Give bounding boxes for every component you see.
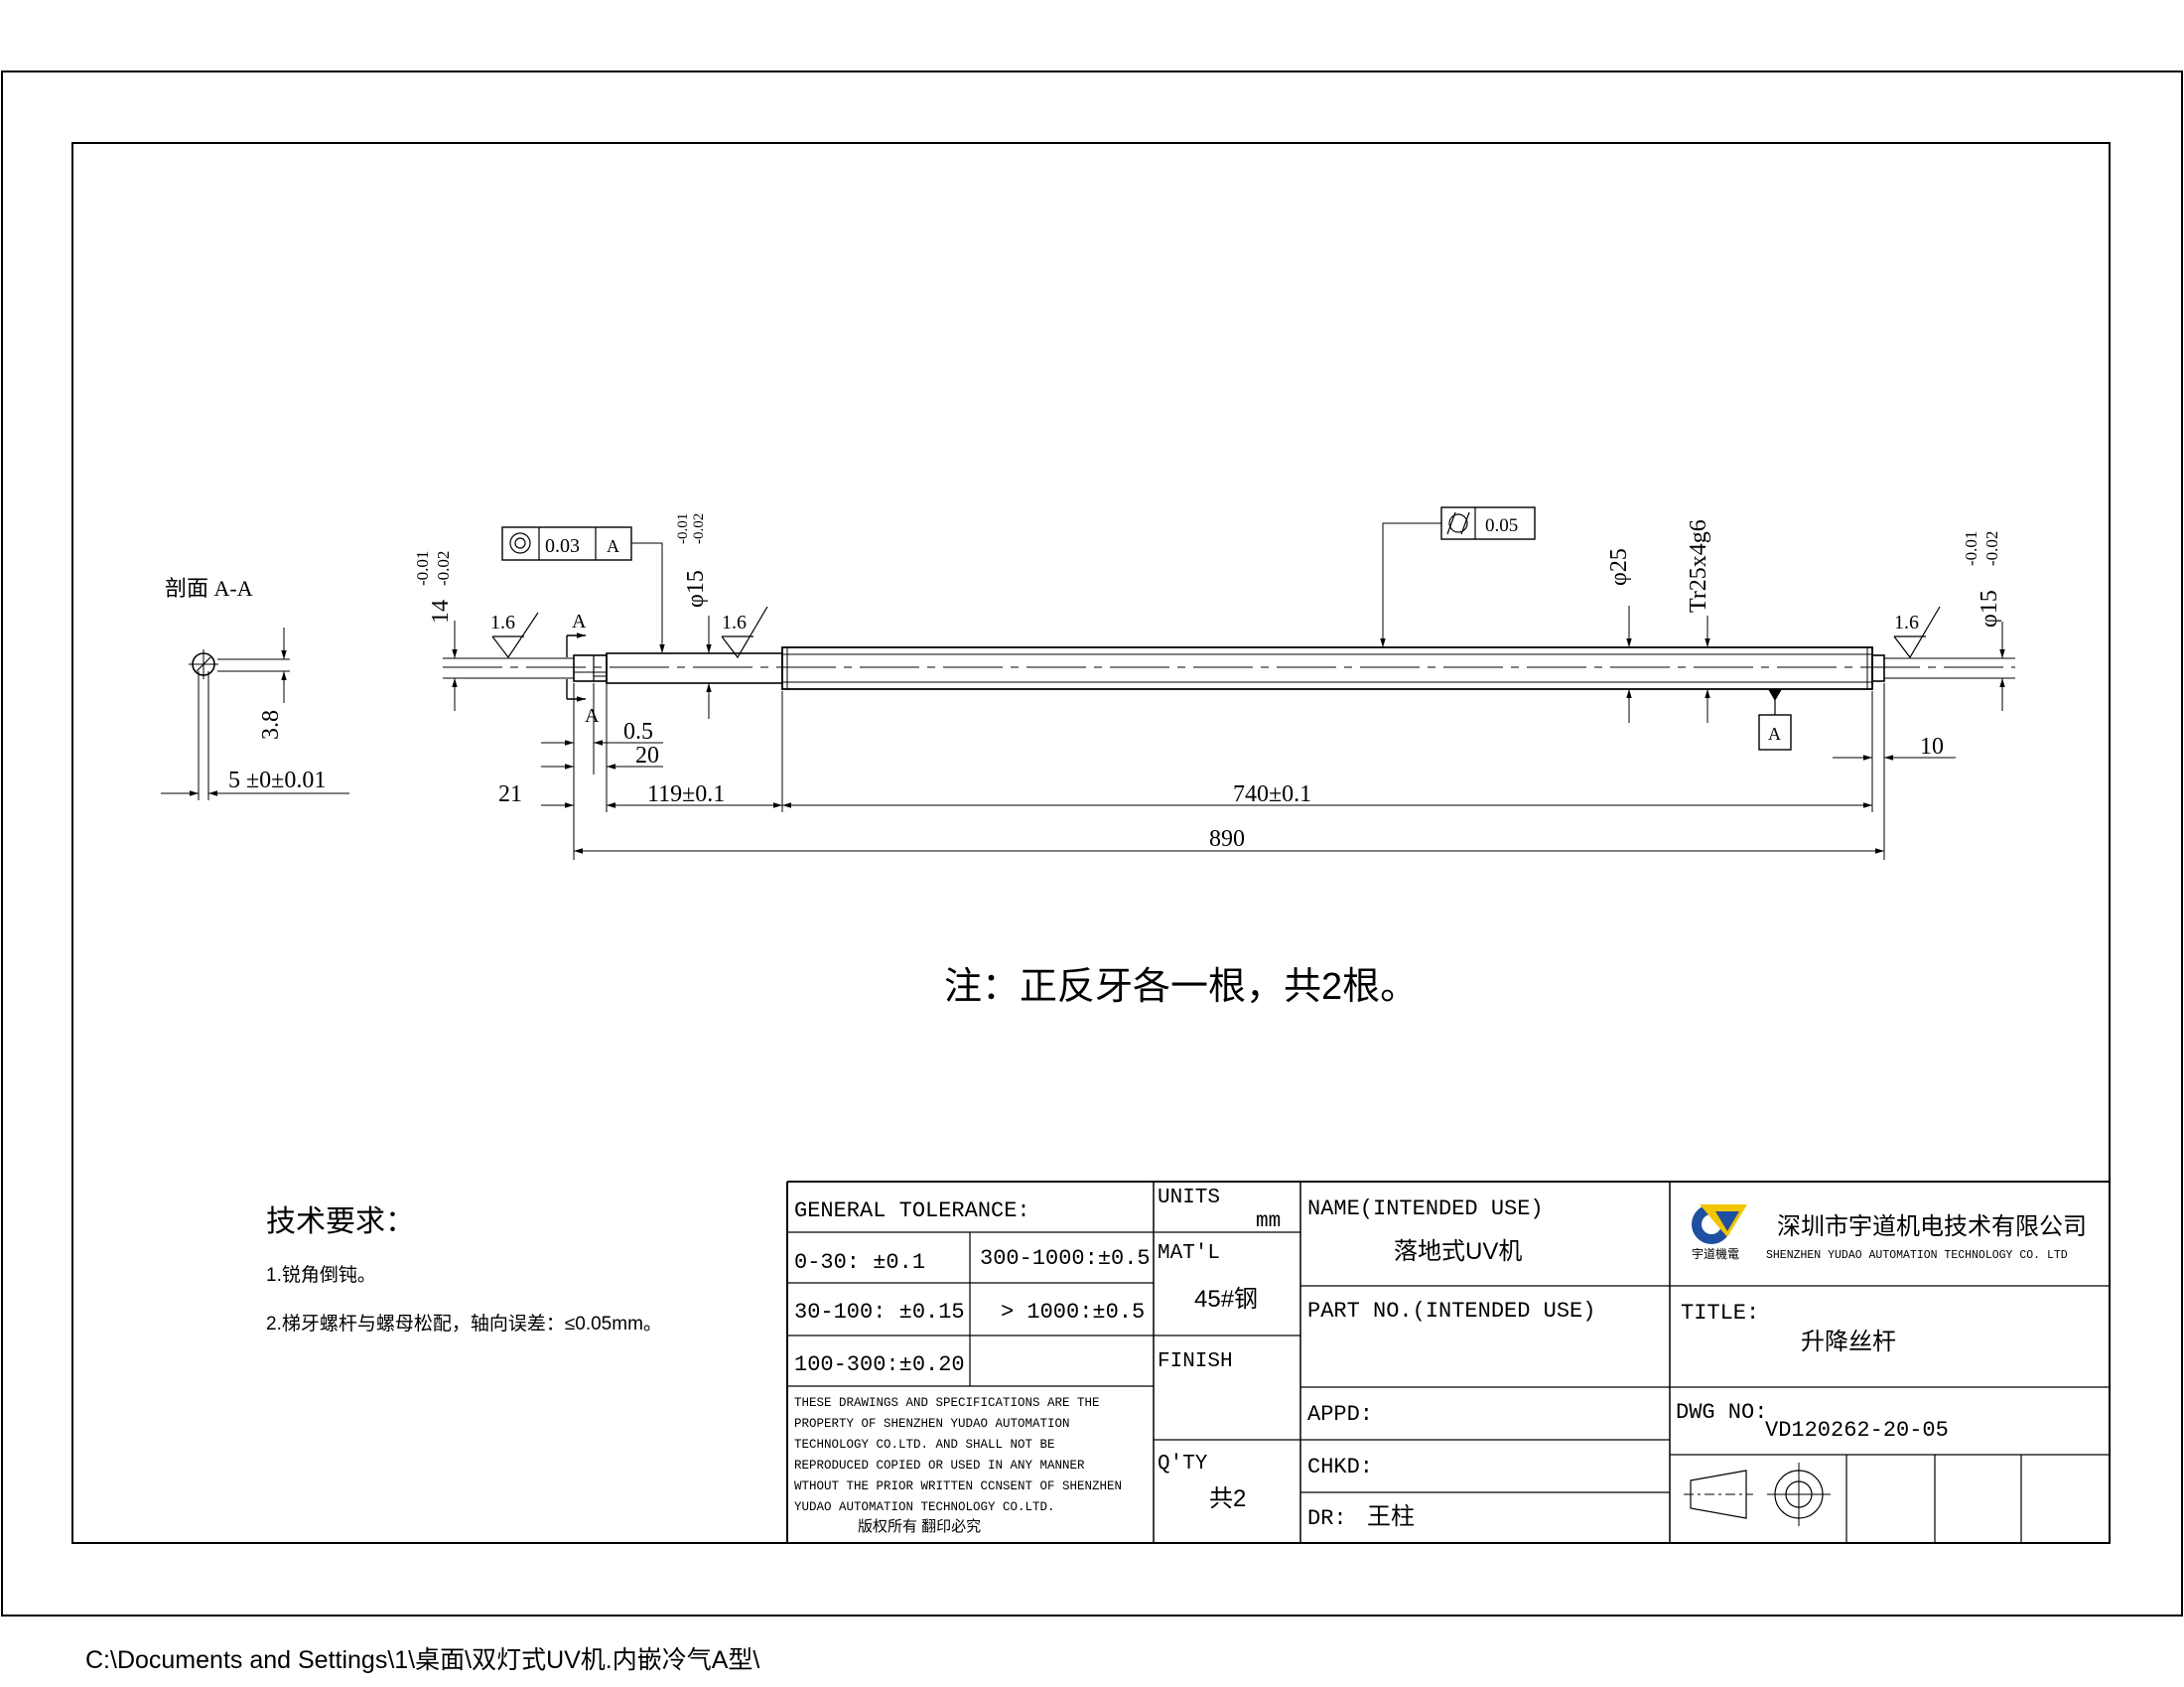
- title-block: [786, 1181, 2110, 1543]
- dim-890: 890: [1209, 826, 1245, 852]
- inner-border: [71, 142, 2111, 1544]
- dim-740: 740±0.1: [1233, 781, 1311, 807]
- left-dia-value: 14: [428, 600, 454, 624]
- tol-0-30: 0-30: ±0.1: [794, 1250, 925, 1275]
- outer-border: [1, 70, 2183, 1617]
- tol-gt-1000: > 1000:±0.5: [1001, 1300, 1145, 1325]
- company-name-en: SHENZHEN YUDAO AUTOMATION TECHNOLOGY CO.…: [1766, 1249, 2068, 1262]
- dim-10: 10: [1920, 734, 1944, 760]
- dim-21: 21: [498, 781, 522, 807]
- disclaimer-line: THESE DRAWINGS AND SPECIFICATIONS ARE TH…: [794, 1396, 1100, 1410]
- units-value: mm: [1256, 1210, 1281, 1233]
- file-path: C:\Documents and Settings\1\桌面\双灯式UV机.内嵌…: [85, 1646, 760, 1674]
- name-value: 落地式UV机: [1394, 1238, 1522, 1265]
- tech-req-item-1: 1.锐角倒钝。: [266, 1264, 376, 1286]
- partno-label: PART NO.(INTENDED USE): [1307, 1299, 1595, 1324]
- roughness-symbol: 1.6: [721, 606, 768, 659]
- section-label: 剖面 A-A: [165, 576, 253, 601]
- company-name-cn: 深圳市宇道机电技术有限公司: [1777, 1213, 2087, 1240]
- qty-value: 共2: [1209, 1485, 1246, 1512]
- dim-0-5: 0.5: [623, 719, 653, 745]
- section-mark-top: A: [572, 611, 587, 633]
- tol-30-100: 30-100: ±0.15: [794, 1300, 965, 1325]
- roughness-symbol: 1.6: [490, 612, 539, 659]
- roughness-label: 1.6: [1894, 612, 1919, 633]
- left-dia-tol-upper: -0.01: [413, 551, 432, 586]
- dim-20: 20: [635, 743, 659, 769]
- copyright: 版权所有 翻印必究: [858, 1518, 981, 1535]
- matl-value: 45#钢: [1194, 1286, 1258, 1313]
- datum-feature: A: [1758, 689, 1792, 751]
- right-dia-tol-lower: -0.02: [1982, 531, 2001, 566]
- journal-tol-lower: -0.02: [691, 513, 707, 544]
- title-value: 升降丝杆: [1801, 1329, 1896, 1355]
- appd-label: APPD:: [1307, 1402, 1373, 1427]
- title-label: TITLE:: [1681, 1301, 1759, 1326]
- coaxiality-frame: 0.03 A: [501, 526, 665, 653]
- section-mark-bottom: A: [585, 705, 600, 727]
- logo-text: 宇道機電: [1692, 1246, 1739, 1261]
- roughness-label: 1.6: [490, 612, 515, 633]
- tol-300-1000: 300-1000:±0.5: [980, 1246, 1151, 1271]
- thread-dia: φ25: [1606, 548, 1632, 586]
- disclaimer-line: PROPERTY OF SHENZHEN YUDAO AUTOMATION: [794, 1417, 1070, 1431]
- dr-label: DR:: [1307, 1506, 1347, 1531]
- coaxiality-tol: 0.03: [545, 535, 580, 557]
- matl-label: MAT'L: [1158, 1242, 1220, 1265]
- chkd-label: CHKD:: [1307, 1455, 1373, 1479]
- title-block-text: GENERAL TOLERANCE: 0-30: ±0.1 300-1000:±…: [794, 1187, 2087, 1535]
- dr-value: 王柱: [1367, 1503, 1415, 1530]
- company-logo: 宇道機電: [1692, 1204, 1747, 1261]
- roughness-label: 1.6: [722, 612, 747, 633]
- qty-label: Q'TY: [1158, 1453, 1208, 1476]
- right-dia: φ15: [1977, 590, 2002, 628]
- dwg-value: VD120262-20-05: [1765, 1418, 1949, 1443]
- name-label: NAME(INTENDED USE): [1307, 1196, 1544, 1221]
- disclaimer-line: YUDAO AUTOMATION TECHNOLOGY CO.LTD.: [794, 1500, 1055, 1514]
- dwg-label: DWG NO:: [1676, 1400, 1767, 1425]
- section-depth-dim: 3.8: [258, 710, 284, 740]
- coaxiality-icon: [509, 532, 531, 554]
- section-view: 剖面 A-A 3.8 5 ±0±0.01: [161, 576, 349, 800]
- roughness-symbol: 1.6: [1893, 606, 1941, 659]
- disclaimer-line: REPRODUCED COPIED OR USED IN ANY MANNER: [794, 1459, 1085, 1473]
- thread-spec: Tr25x4g6: [1686, 519, 1711, 613]
- dim-119: 119±0.1: [647, 781, 725, 807]
- cylindricity-icon: [1448, 513, 1468, 533]
- tech-req-item-2: 2.梯牙螺杆与螺母松配，轴向误差：≤0.05mm。: [266, 1313, 662, 1335]
- coaxiality-datum: A: [607, 536, 619, 556]
- tol-100-300: 100-300:±0.20: [794, 1352, 965, 1377]
- drawing-note: 注：正反牙各一根，共2根。: [944, 966, 1418, 1008]
- datum-label: A: [1768, 724, 1781, 744]
- lead-screw-view: 14 -0.01 -0.02 1.6 1.6 1.: [413, 506, 2015, 860]
- units-label: UNITS: [1158, 1187, 1220, 1209]
- section-width-dim: 5 ±0±0.01: [228, 768, 326, 793]
- tech-req-title: 技术要求：: [266, 1205, 415, 1238]
- journal-tol-upper: -0.01: [675, 513, 691, 544]
- cylindricity-tol: 0.05: [1485, 515, 1518, 536]
- right-dia-tol-upper: -0.01: [1962, 531, 1980, 566]
- disclaimer-line: WTHOUT THE PRIOR WRITTEN CCNSENT OF SHEN…: [794, 1479, 1122, 1493]
- finish-label: FINISH: [1158, 1350, 1233, 1373]
- left-dia-tol-lower: -0.02: [434, 551, 453, 586]
- journal-dia: φ15: [683, 570, 709, 608]
- general-tolerance-label: GENERAL TOLERANCE:: [794, 1198, 1030, 1223]
- projection-symbol: [1684, 1463, 1831, 1526]
- cylindricity-frame: 0.05: [1380, 506, 1536, 647]
- disclaimer-line: TECHNOLOGY CO.LTD. AND SHALL NOT BE: [794, 1438, 1055, 1452]
